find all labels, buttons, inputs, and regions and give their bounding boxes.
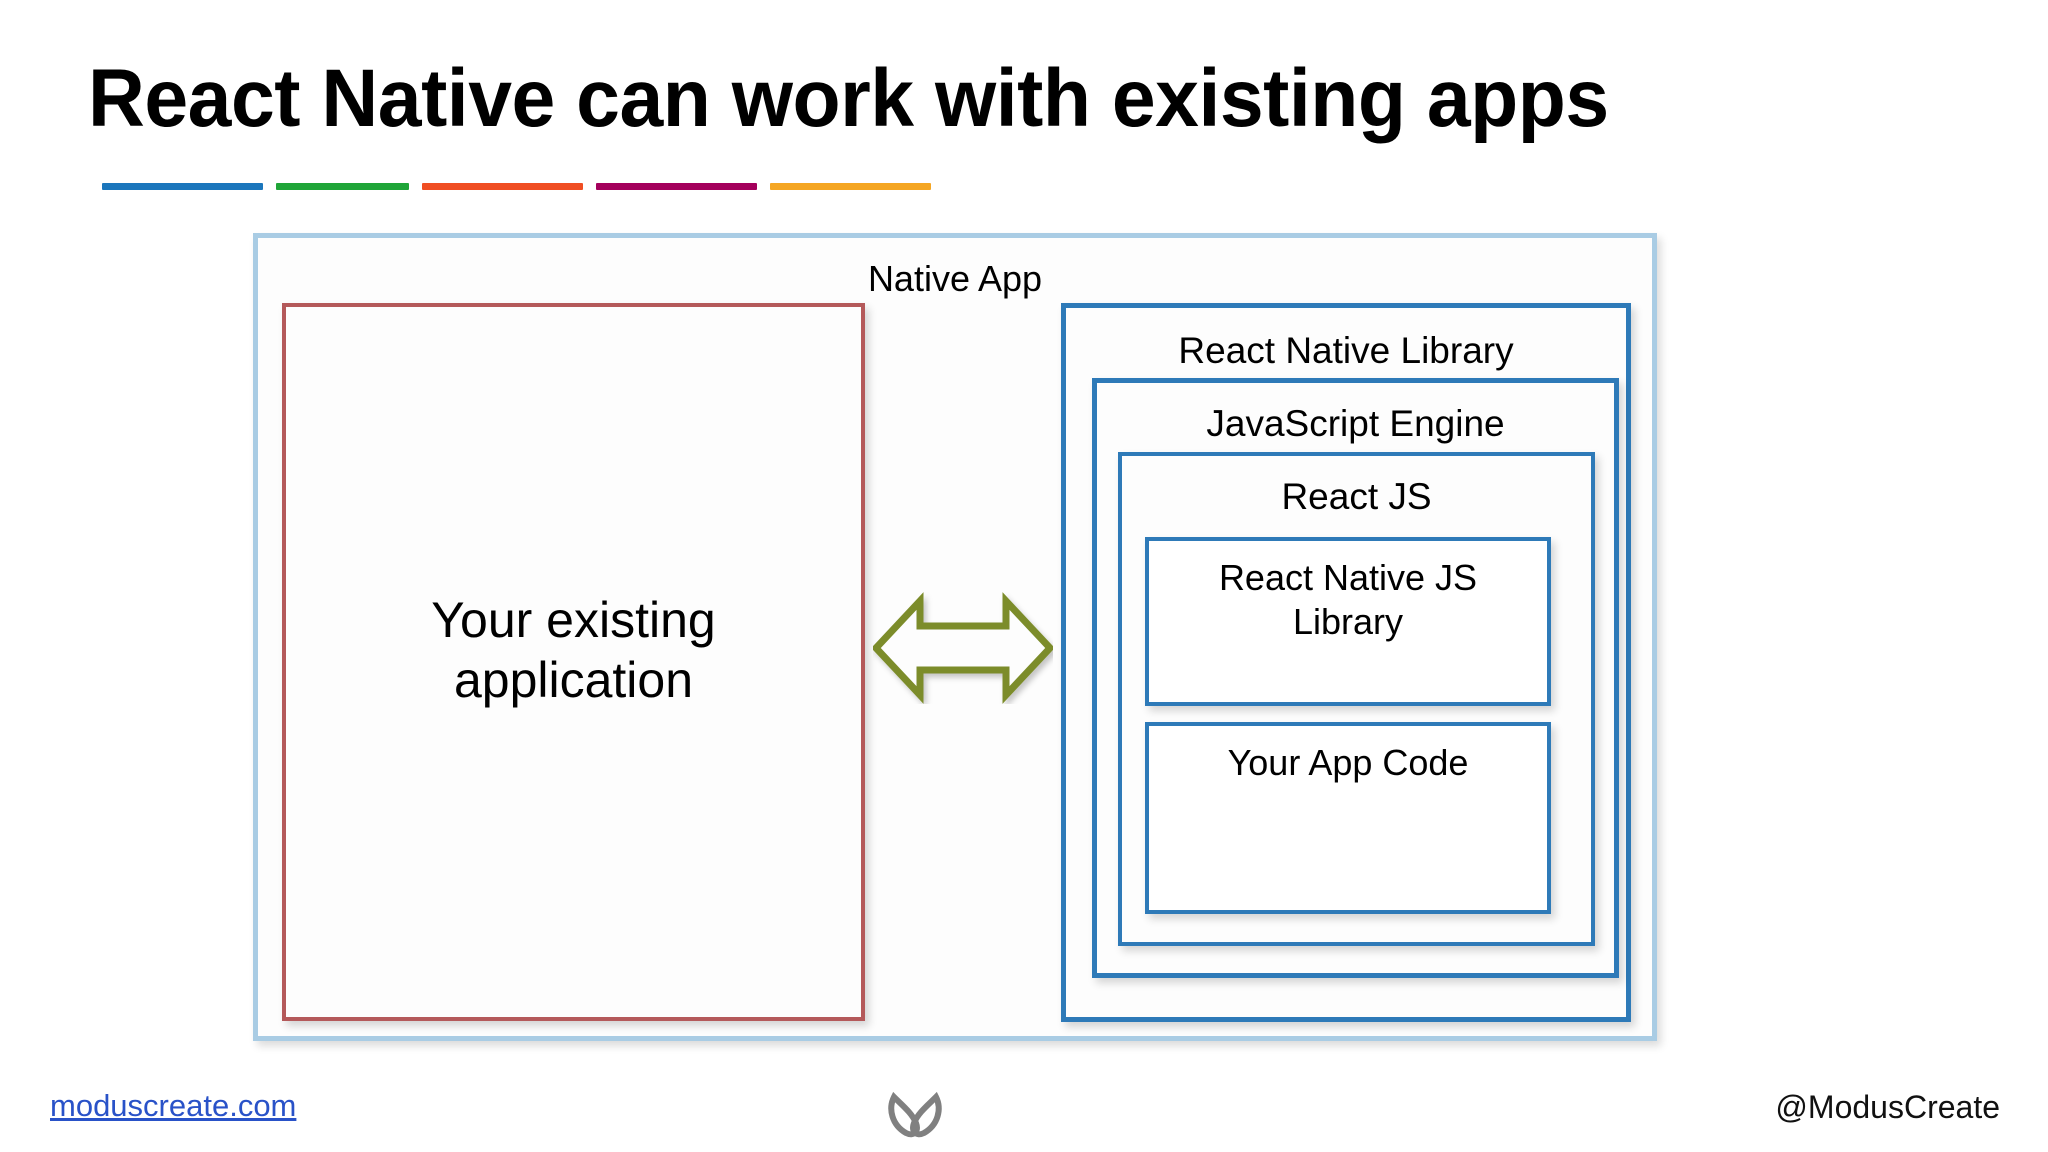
modus-create-logo [888, 1091, 942, 1138]
react-native-js-library-box: React Native JS Library [1145, 537, 1551, 706]
accent-rule [102, 183, 931, 190]
accent-bar-blue [102, 183, 263, 190]
accent-bar-yellow [770, 183, 931, 190]
page-title: React Native can work with existing apps [88, 53, 1609, 144]
social-handle: @ModusCreate [1775, 1089, 2000, 1125]
native-app-label: Native App [867, 258, 1043, 299]
javascript-engine-label: JavaScript Engine [1206, 403, 1505, 444]
your-app-code-box: Your App Code [1145, 722, 1551, 914]
double-arrow-icon [873, 592, 1053, 704]
accent-bar-magenta [596, 183, 757, 190]
existing-application-label: Your existing application [431, 592, 716, 708]
your-app-code-label: Your App Code [1227, 742, 1469, 783]
accent-bar-orange [422, 183, 583, 190]
accent-bar-green [276, 183, 409, 190]
react-native-library-label: React Native Library [1178, 330, 1514, 371]
existing-application-box: Your existing application [282, 303, 865, 1021]
react-native-js-library-label: React Native JS Library [1218, 557, 1478, 642]
website-link[interactable]: moduscreate.com [50, 1088, 297, 1123]
react-js-label: React JS [1281, 476, 1432, 517]
